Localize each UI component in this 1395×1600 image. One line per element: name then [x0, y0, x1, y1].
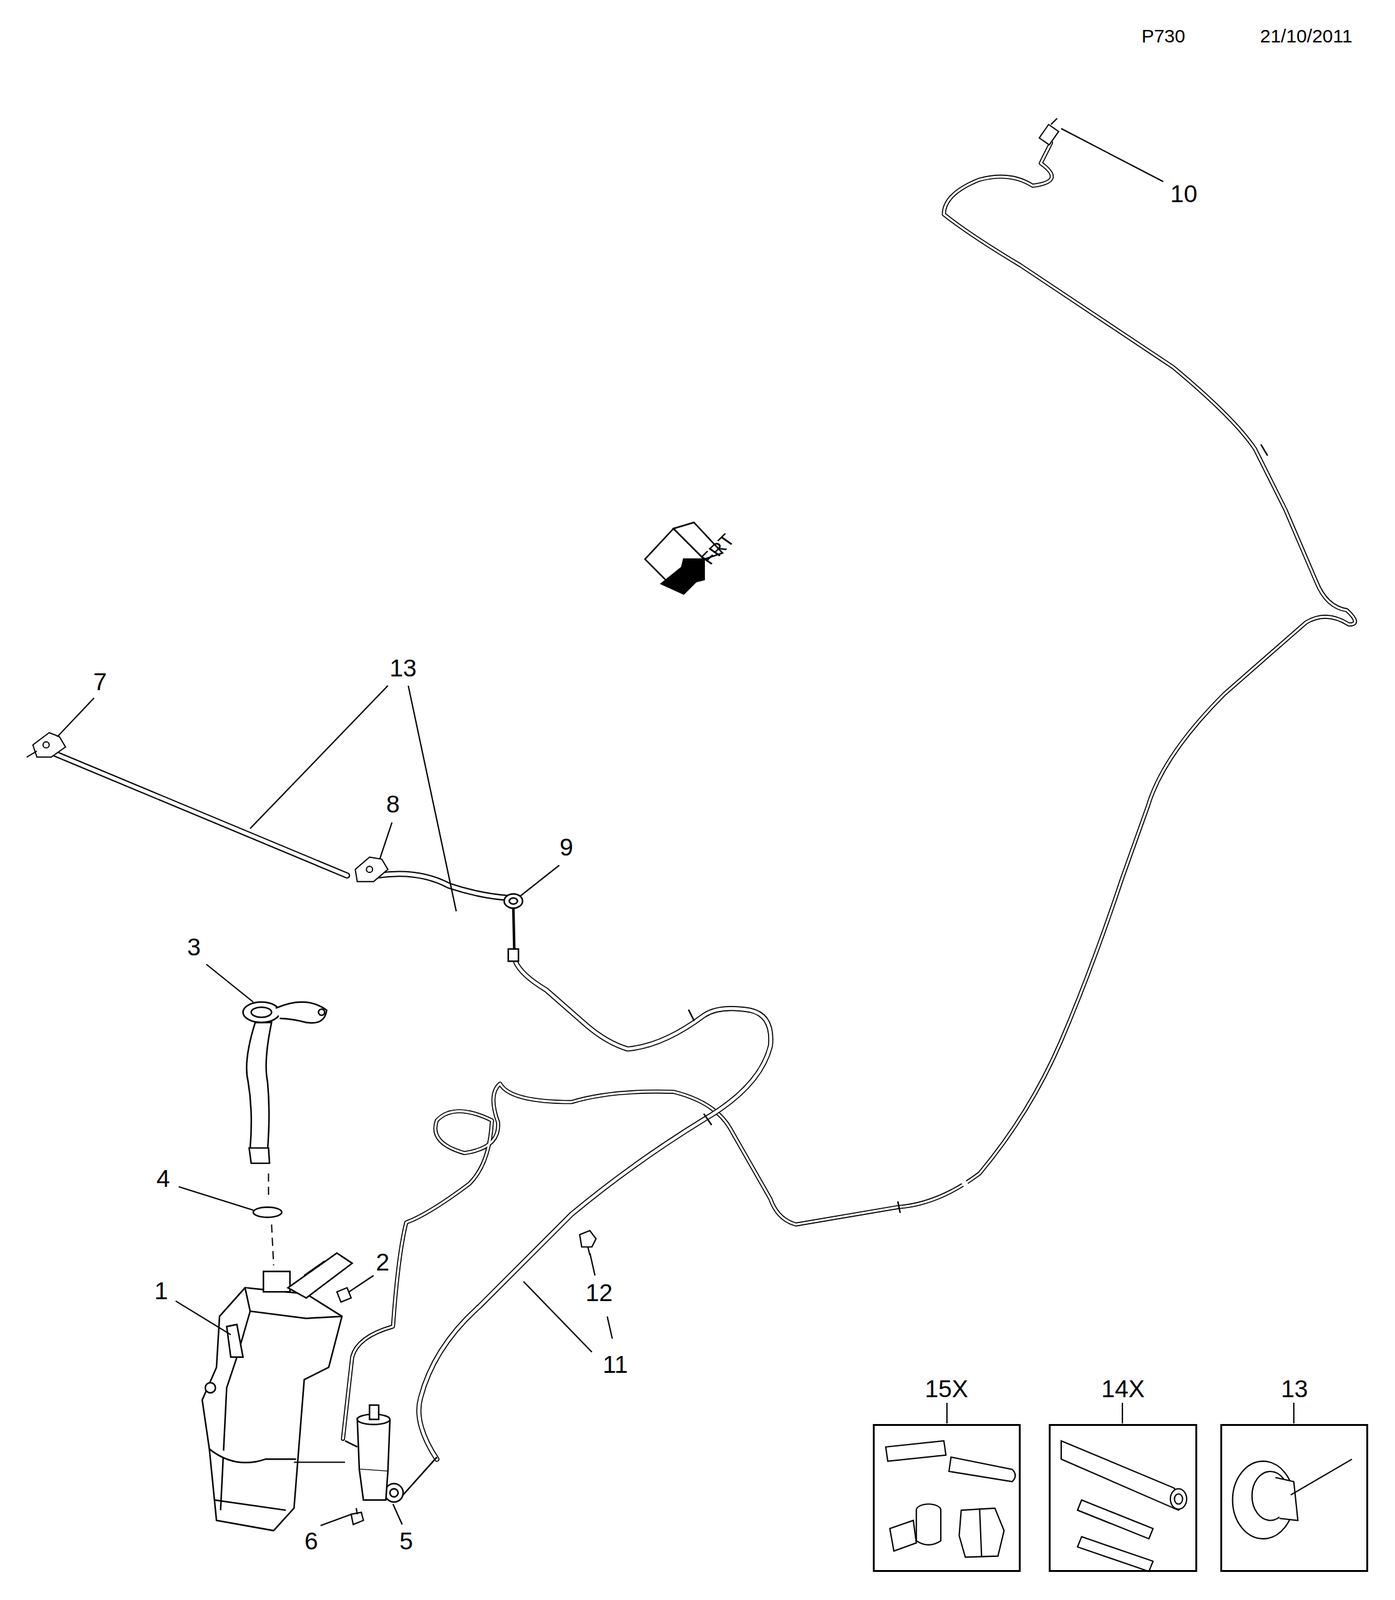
callout-number: 1	[152, 1277, 171, 1305]
rear-washer-nozzle	[1039, 118, 1059, 146]
date: 21/10/2011	[1258, 25, 1355, 47]
seal-ring	[253, 1206, 282, 1217]
screw	[351, 1507, 364, 1525]
callout-number: 5	[397, 1527, 415, 1555]
hose-kit-illustration	[885, 1440, 1016, 1557]
callout-number: 12	[583, 1279, 614, 1307]
nozzle-hose	[46, 749, 347, 876]
callout-number: 3	[185, 933, 203, 961]
parts-kit-box: 15X	[872, 1423, 1021, 1572]
callout-number: 7	[91, 668, 109, 696]
nozzle-hose	[377, 873, 508, 898]
callout-number: 9	[557, 833, 576, 861]
connector-kit-illustration	[1061, 1440, 1187, 1571]
callout-number: 11	[600, 1350, 631, 1378]
parts-kit-box: 13	[1220, 1423, 1369, 1572]
rear-washer-hose-inner	[343, 142, 1356, 1439]
front-washer-hose	[418, 960, 771, 1459]
sheet-number: P730	[1139, 25, 1188, 47]
clip	[336, 1287, 352, 1303]
clip	[579, 1230, 596, 1255]
washer-jet	[354, 857, 388, 882]
callout-number: 10	[1168, 180, 1200, 208]
rear-washer-hose	[343, 142, 1356, 1439]
filler-neck	[243, 1001, 327, 1163]
grommet-illustration	[1232, 1458, 1352, 1539]
kit-number: 14X	[1099, 1375, 1147, 1403]
kit-number: 13	[1278, 1375, 1310, 1403]
callout-number: 13	[387, 655, 419, 682]
callout-number: 2	[374, 1249, 392, 1276]
kit-number: 15X	[922, 1375, 970, 1403]
callout-number: 8	[384, 790, 402, 818]
callout-number: 4	[154, 1165, 173, 1193]
grommet	[504, 893, 523, 961]
direction-label: FRT	[695, 529, 741, 569]
washer-reservoir	[202, 1252, 352, 1531]
leader-lines	[57, 128, 1294, 1526]
parts-kit-box: 14X	[1048, 1423, 1197, 1572]
callout-number: 6	[302, 1527, 321, 1555]
washer-jet	[26, 732, 66, 757]
washer-pump	[345, 1404, 437, 1502]
